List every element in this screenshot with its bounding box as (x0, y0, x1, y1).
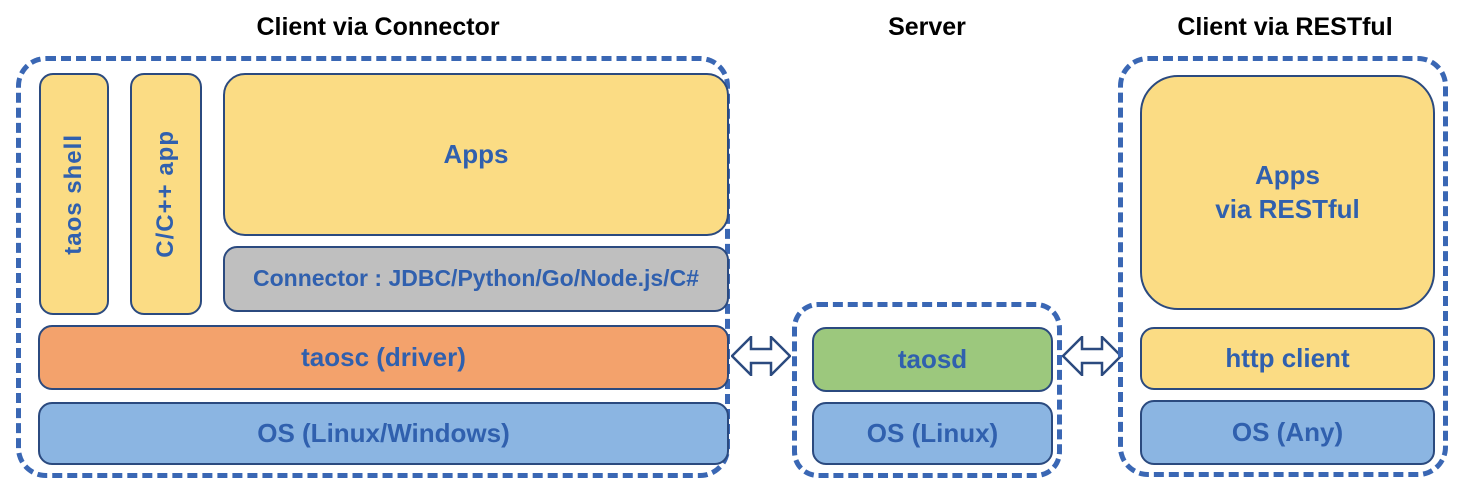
title-client-via-connector: Client via Connector (256, 13, 500, 41)
http-client-box: http client (1140, 327, 1435, 390)
server-os-box: OS (Linux) (812, 402, 1053, 465)
client-os-label: OS (Linux/Windows) (257, 417, 510, 448)
rest-apps-label: Apps via RESTful (1215, 159, 1360, 224)
connector-box: Connector : JDBC/Python/Go/Node.js/C# (223, 246, 729, 312)
taosd-label: taosd (897, 343, 968, 374)
cpp-app-label: C/C++ app (152, 130, 180, 258)
title-server: Server (888, 13, 966, 41)
server-os-label: OS (Linux) (866, 417, 999, 448)
rest-os-label: OS (Any) (1231, 416, 1344, 447)
bidirectional-arrow-icon (731, 336, 791, 376)
taosc-label: taosc (driver) (301, 341, 466, 372)
apps-label: Apps (443, 138, 509, 169)
title-client-via-restful: Client via RESTful (1177, 13, 1393, 41)
taos-shell-box: taos shell (39, 73, 109, 315)
client-os-box: OS (Linux/Windows) (38, 402, 729, 465)
taosc-box: taosc (driver) (38, 325, 729, 390)
apps-box: Apps (223, 73, 729, 236)
taos-shell-label: taos shell (60, 133, 88, 255)
server-group: taosd OS (Linux) (792, 302, 1062, 478)
bidirectional-arrow-icon (1062, 336, 1122, 376)
http-client-label: http client (1225, 342, 1350, 373)
taosd-box: taosd (812, 327, 1053, 392)
connector-label: Connector : JDBC/Python/Go/Node.js/C# (253, 265, 699, 292)
rest-os-box: OS (Any) (1140, 400, 1435, 465)
cpp-app-box: C/C++ app (130, 73, 202, 315)
client-connector-group: taos shell C/C++ app Apps Connector : JD… (16, 56, 730, 478)
rest-client-group: Apps via RESTful http client OS (Any) (1118, 56, 1448, 477)
rest-apps-box: Apps via RESTful (1140, 75, 1435, 310)
